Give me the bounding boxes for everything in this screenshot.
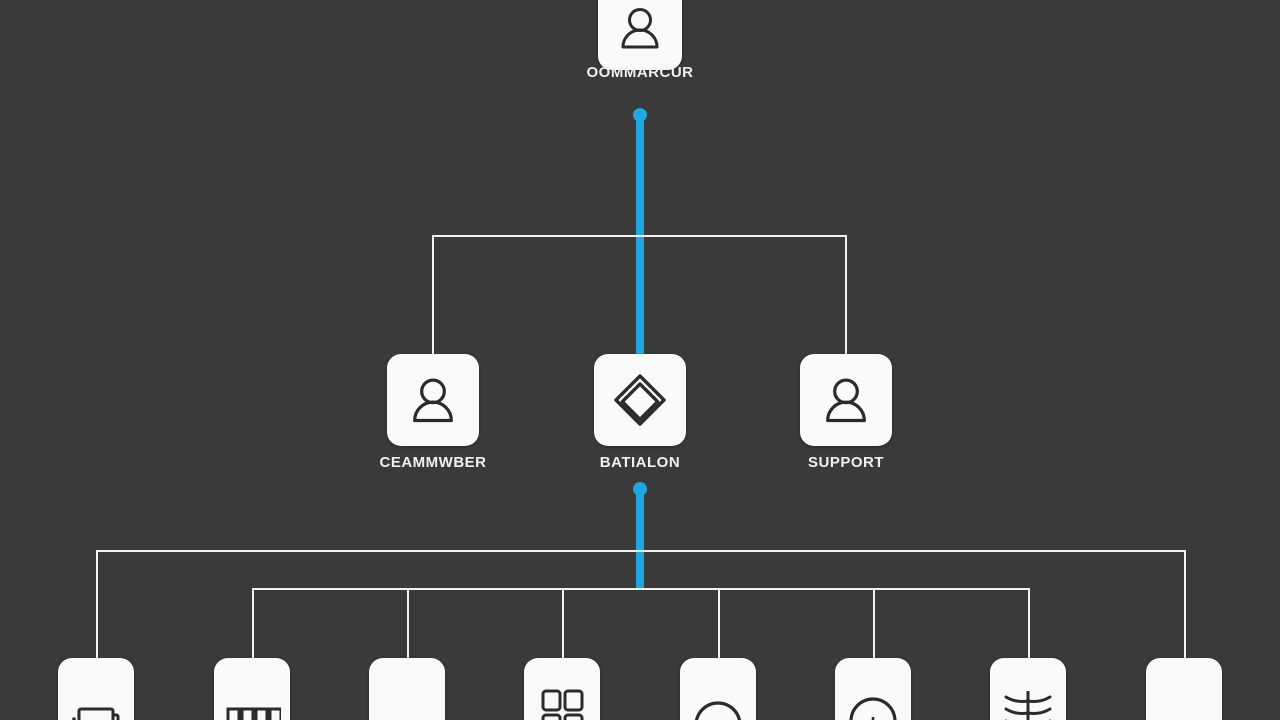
node-right-card[interactable] bbox=[800, 354, 892, 446]
node-right-label: SUPPORT bbox=[807, 454, 885, 471]
leaf-icon bbox=[999, 673, 1057, 720]
node-left[interactable]: CEAMMWBER bbox=[380, 354, 486, 471]
spine-segment-lower bbox=[636, 486, 644, 590]
drop-tier3-n4 bbox=[562, 588, 564, 660]
node-left-card[interactable] bbox=[387, 354, 479, 446]
drop-tier3-n5 bbox=[718, 588, 720, 660]
node-center-label: BATIALON bbox=[599, 454, 681, 471]
bars-icon bbox=[223, 673, 281, 720]
drop-tier3-n2 bbox=[252, 588, 254, 660]
battery-icon bbox=[67, 673, 125, 720]
blank-icon bbox=[378, 673, 436, 720]
spine-segment-upper bbox=[636, 112, 644, 362]
node-tier3-1-card[interactable] bbox=[58, 658, 134, 720]
node-tier3-7-card[interactable] bbox=[990, 658, 1066, 720]
node-tier3-3[interactable] bbox=[369, 658, 445, 720]
node-tier3-5-card[interactable] bbox=[680, 658, 756, 720]
drop-tier3-n7 bbox=[1028, 588, 1030, 660]
node-tier3-5[interactable] bbox=[680, 658, 756, 720]
node-tier3-6-card[interactable] bbox=[835, 658, 911, 720]
node-center[interactable]: BATIALON bbox=[594, 354, 686, 471]
drop-tier3-n3 bbox=[407, 588, 409, 660]
node-tier3-4-card[interactable] bbox=[524, 658, 600, 720]
blank-icon bbox=[1155, 673, 1213, 720]
node-right[interactable]: SUPPORT bbox=[800, 354, 892, 471]
node-root-card[interactable] bbox=[598, 0, 682, 70]
node-tier3-6[interactable] bbox=[835, 658, 911, 720]
drop-tier2-left bbox=[432, 235, 434, 355]
person-icon bbox=[405, 372, 461, 428]
bus-tier3-inner bbox=[252, 588, 1029, 590]
bus-tier2 bbox=[432, 235, 847, 237]
diamond-icon bbox=[610, 370, 670, 430]
drop-tier3-n8 bbox=[1184, 550, 1186, 660]
person-icon bbox=[818, 372, 874, 428]
node-root[interactable]: OOMMARCUR bbox=[587, 0, 693, 81]
node-tier3-7[interactable] bbox=[990, 658, 1066, 720]
person-icon bbox=[614, 2, 666, 54]
node-root-label: OOMMARCUR bbox=[586, 64, 694, 81]
gauge-icon bbox=[844, 673, 902, 720]
drop-tier3-n6 bbox=[873, 588, 875, 660]
node-center-card[interactable] bbox=[594, 354, 686, 446]
node-tier3-3-card[interactable] bbox=[369, 658, 445, 720]
node-tier3-8-card[interactable] bbox=[1146, 658, 1222, 720]
node-tier3-2-card[interactable] bbox=[214, 658, 290, 720]
bus-tier3-outer bbox=[96, 550, 1185, 552]
node-tier3-2[interactable] bbox=[214, 658, 290, 720]
grid-icon bbox=[533, 673, 591, 720]
circle-icon bbox=[689, 673, 747, 720]
node-left-label: CEAMMWBER bbox=[379, 454, 487, 471]
node-tier3-8[interactable] bbox=[1146, 658, 1222, 720]
drop-tier3-n1 bbox=[96, 550, 98, 660]
node-tier3-1[interactable] bbox=[58, 658, 134, 720]
drop-tier2-right bbox=[845, 235, 847, 355]
node-tier3-4[interactable] bbox=[524, 658, 600, 720]
